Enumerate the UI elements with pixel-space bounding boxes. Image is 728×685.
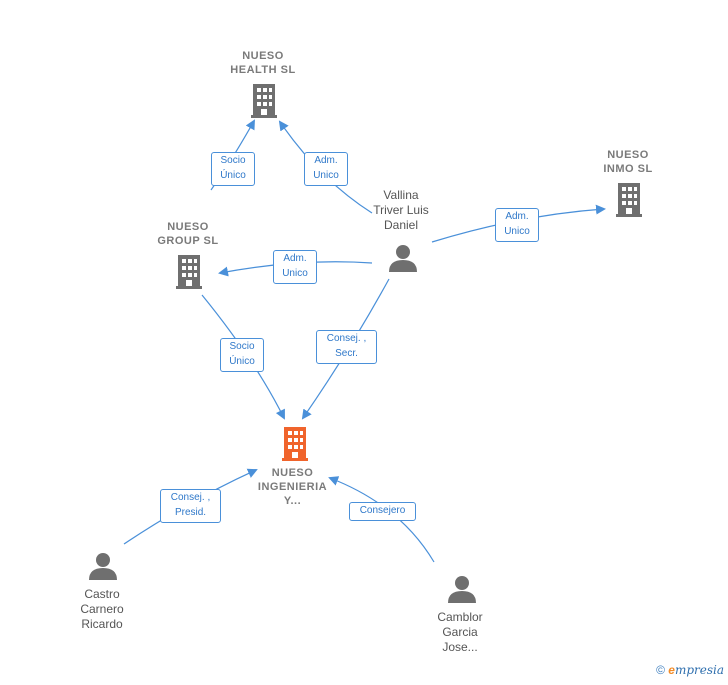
relation-castro-ingenieria[interactable]: Consej. , Presid. (160, 489, 221, 523)
relation-camblor-ingenieria[interactable]: Consejero (349, 502, 416, 521)
relation-vallina-inmo[interactable]: Adm. Unico (495, 208, 539, 242)
brand-logo-text: mpresia (674, 663, 724, 677)
company-label-group[interactable]: NUESO GROUP SL (157, 221, 219, 247)
person-icon-camblor[interactable] (448, 576, 476, 603)
building-icon-health[interactable] (251, 84, 277, 118)
brand-footer: © empresia (656, 663, 724, 677)
person-label-vallina[interactable]: Vallina Triver Luis Daniel (373, 188, 429, 232)
relation-vallina-ingenieria[interactable]: Consej. , Secr. (316, 330, 377, 364)
person-label-camblor[interactable]: Camblor Garcia Jose... (437, 610, 483, 654)
building-icon-ingenieria[interactable] (282, 427, 308, 461)
copyright-icon: © (656, 663, 665, 677)
company-label-ingenieria[interactable]: NUESO INGENIERIA Y... (257, 467, 328, 507)
relation-group-ingenieria[interactable]: Socio Único (220, 338, 264, 372)
building-icon-group[interactable] (176, 255, 202, 289)
person-icon-vallina[interactable] (389, 245, 417, 272)
company-label-health[interactable]: NUESO HEALTH SL (230, 50, 296, 76)
company-label-inmo[interactable]: NUESO INMO SL (603, 149, 653, 175)
person-icon-castro[interactable] (89, 553, 117, 580)
person-label-castro[interactable]: Castro Carnero Ricardo (80, 587, 124, 631)
relation-vallina-group[interactable]: Adm. Unico (273, 250, 317, 284)
brand-logo-e: e (668, 663, 675, 677)
relation-group-health[interactable]: Socio Único (211, 152, 255, 186)
relation-vallina-health[interactable]: Adm. Unico (304, 152, 348, 186)
building-icon-inmo[interactable] (616, 183, 642, 217)
